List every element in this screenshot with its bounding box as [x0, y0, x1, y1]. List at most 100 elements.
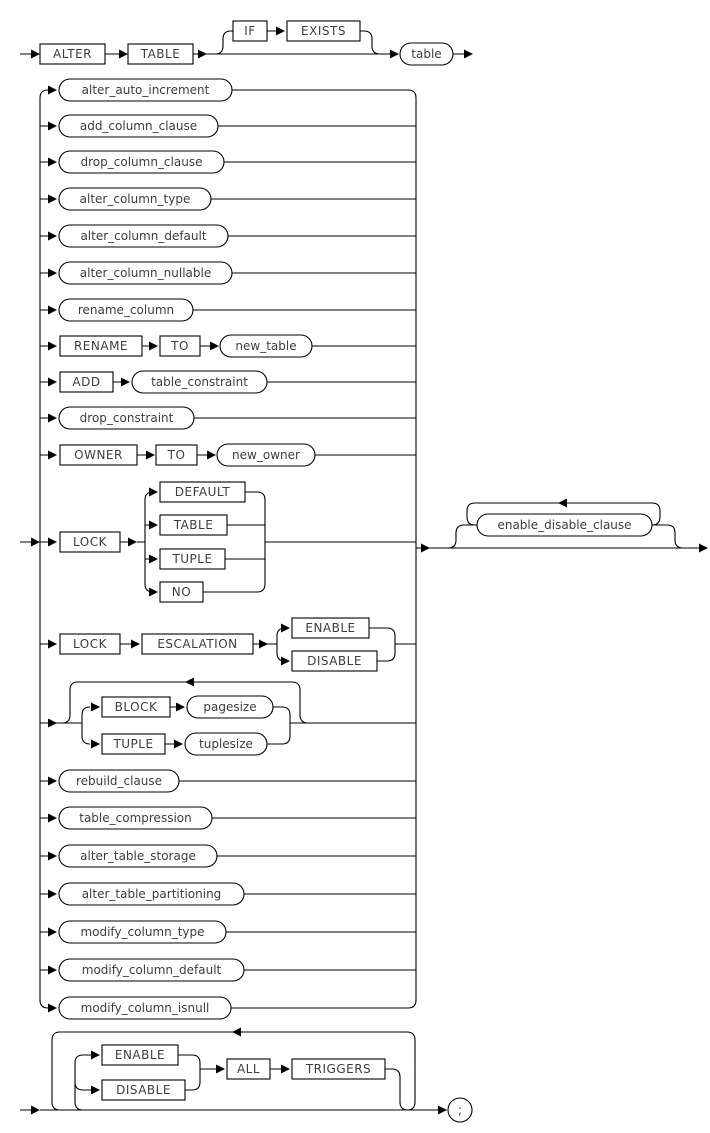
- nonterminal-bubble: [186, 695, 274, 719]
- terminal-box: [39, 43, 106, 65]
- nonterminal-bubble: [184, 732, 268, 756]
- node-no: NO: [159, 581, 204, 603]
- terminal-box: [59, 444, 138, 466]
- terminal-label: DEFAULT: [175, 485, 231, 499]
- node-alter: ALTER: [39, 43, 106, 65]
- node-lock-2: LOCK: [59, 633, 121, 655]
- terminal-label: NO: [172, 585, 191, 599]
- terminal-label: LOCK: [73, 637, 108, 651]
- node-to-1: TO: [159, 335, 201, 357]
- wires-lock-row: [40, 491, 416, 593]
- nonterminal-label: table_constraint: [151, 375, 248, 389]
- nonterminal-bubble: [58, 150, 225, 174]
- nonterminal-bubble: [58, 114, 219, 138]
- terminal-box: [127, 43, 194, 65]
- node-disable-triggers: DISABLE: [101, 1079, 186, 1101]
- terminal-box: [141, 633, 254, 655]
- node-new-owner: new_owner: [216, 443, 316, 467]
- node-if: IF: [232, 20, 268, 42]
- terminal-box: [59, 531, 121, 553]
- terminal-box: [159, 514, 228, 536]
- nonterminal-label: alter_column_type: [80, 192, 191, 206]
- connector-lines: [20, 26, 708, 1115]
- terminal-label: ADD: [72, 375, 100, 389]
- terminal-label: DISABLE: [116, 1083, 171, 1097]
- nonterminal-bubble: [219, 334, 313, 358]
- nonterminal-bubble: [58, 958, 245, 982]
- node-alter-table-storage: alter_table_storage: [58, 844, 218, 868]
- nonterminal-label: modify_column_type: [80, 925, 204, 939]
- nonterminal-label: pagesize: [203, 700, 256, 714]
- nonterminal-bubble: [399, 42, 454, 66]
- node-default: DEFAULT: [159, 481, 246, 503]
- terminal-box: [159, 548, 226, 570]
- terminal-box: [159, 335, 201, 357]
- nonterminal-label: enable_disable_clause: [497, 518, 631, 532]
- nonterminal-bubble: [58, 78, 233, 102]
- terminal-label: TABLE: [173, 518, 214, 532]
- node-disable-escalation: DISABLE: [291, 650, 378, 672]
- node-alter-column-default: alter_column_default: [58, 224, 229, 248]
- nonterminal-bubble: [58, 298, 194, 322]
- node-pagesize: pagesize: [186, 695, 274, 719]
- node-block: BLOCK: [101, 696, 171, 718]
- node-alter-auto-increment: alter_auto_increment: [58, 78, 233, 102]
- nonterminal-bubble: [58, 261, 233, 285]
- terminal-label: ESCALATION: [157, 637, 237, 651]
- node-modify-column-isnull: modify_column_isnull: [58, 996, 232, 1020]
- node-rebuild-clause: rebuild_clause: [58, 769, 180, 793]
- terminal-box: [226, 1058, 271, 1080]
- terminal-box: [291, 650, 378, 672]
- terminal-label: ALL: [237, 1062, 260, 1076]
- node-tuplesize: tuplesize: [184, 732, 268, 756]
- node-triggers: TRIGGERS: [291, 1058, 386, 1080]
- node-table-constraint: table_constraint: [131, 370, 268, 394]
- nonterminal-label: new_table: [235, 339, 296, 353]
- node-drop-column-clause: drop_column_clause: [58, 150, 225, 174]
- wires-branch-frame: [20, 89, 417, 1009]
- nonterminal-label: rename_column: [78, 303, 174, 317]
- terminal-label: ALTER: [53, 47, 92, 61]
- terminal-label: TO: [167, 448, 186, 462]
- node-alter-column-type: alter_column_type: [58, 187, 212, 211]
- nonterminal-bubble: [131, 370, 268, 394]
- terminal-box: [159, 581, 204, 603]
- terminal-label: TUPLE: [171, 552, 212, 566]
- nonterminal-label: new_owner: [232, 448, 300, 462]
- terminal-label: BLOCK: [115, 700, 158, 714]
- node-modify-column-default: modify_column_default: [58, 958, 245, 982]
- nonterminal-label: rebuild_clause: [76, 774, 162, 788]
- terminal-box: [291, 1058, 386, 1080]
- nonterminal-label: drop_constraint: [80, 411, 174, 425]
- node-alter-column-nullable: alter_column_nullable: [58, 261, 233, 285]
- node-exists: EXISTS: [286, 20, 361, 42]
- terminal-box: [101, 733, 166, 755]
- nonterminal-label: alter_column_nullable: [80, 266, 211, 280]
- terminal-box: [286, 20, 361, 42]
- node-tuple-lockmode: TUPLE: [159, 548, 226, 570]
- node-all: ALL: [226, 1058, 271, 1080]
- nonterminal-label: alter_auto_increment: [82, 83, 210, 97]
- nonterminal-bubble: [58, 920, 227, 944]
- nonterminal-label: table: [411, 47, 441, 61]
- terminal-label: ;: [458, 1103, 462, 1117]
- terminal-box: [101, 1079, 186, 1101]
- nonterminal-bubble: [58, 844, 218, 868]
- nonterminal-label: modify_column_default: [82, 963, 222, 977]
- wires-top-row: [20, 30, 464, 55]
- nonterminal-bubble: [58, 769, 180, 793]
- node-add: ADD: [59, 371, 114, 393]
- nonterminal-bubble: [58, 406, 195, 430]
- nonterminal-label: alter_column_default: [80, 229, 206, 243]
- nonterminal-bubble: [58, 806, 213, 830]
- nonterminal-label: table_compression: [79, 811, 191, 825]
- nonterminal-label: add_column_clause: [80, 119, 197, 133]
- node-table-lockmode: TABLE: [159, 514, 228, 536]
- terminal-box: [155, 444, 198, 466]
- terminal-label: TABLE: [140, 47, 181, 61]
- nonterminal-label: drop_column_clause: [81, 155, 203, 169]
- terminal-label: RENAME: [74, 339, 128, 353]
- node-to-2: TO: [155, 444, 198, 466]
